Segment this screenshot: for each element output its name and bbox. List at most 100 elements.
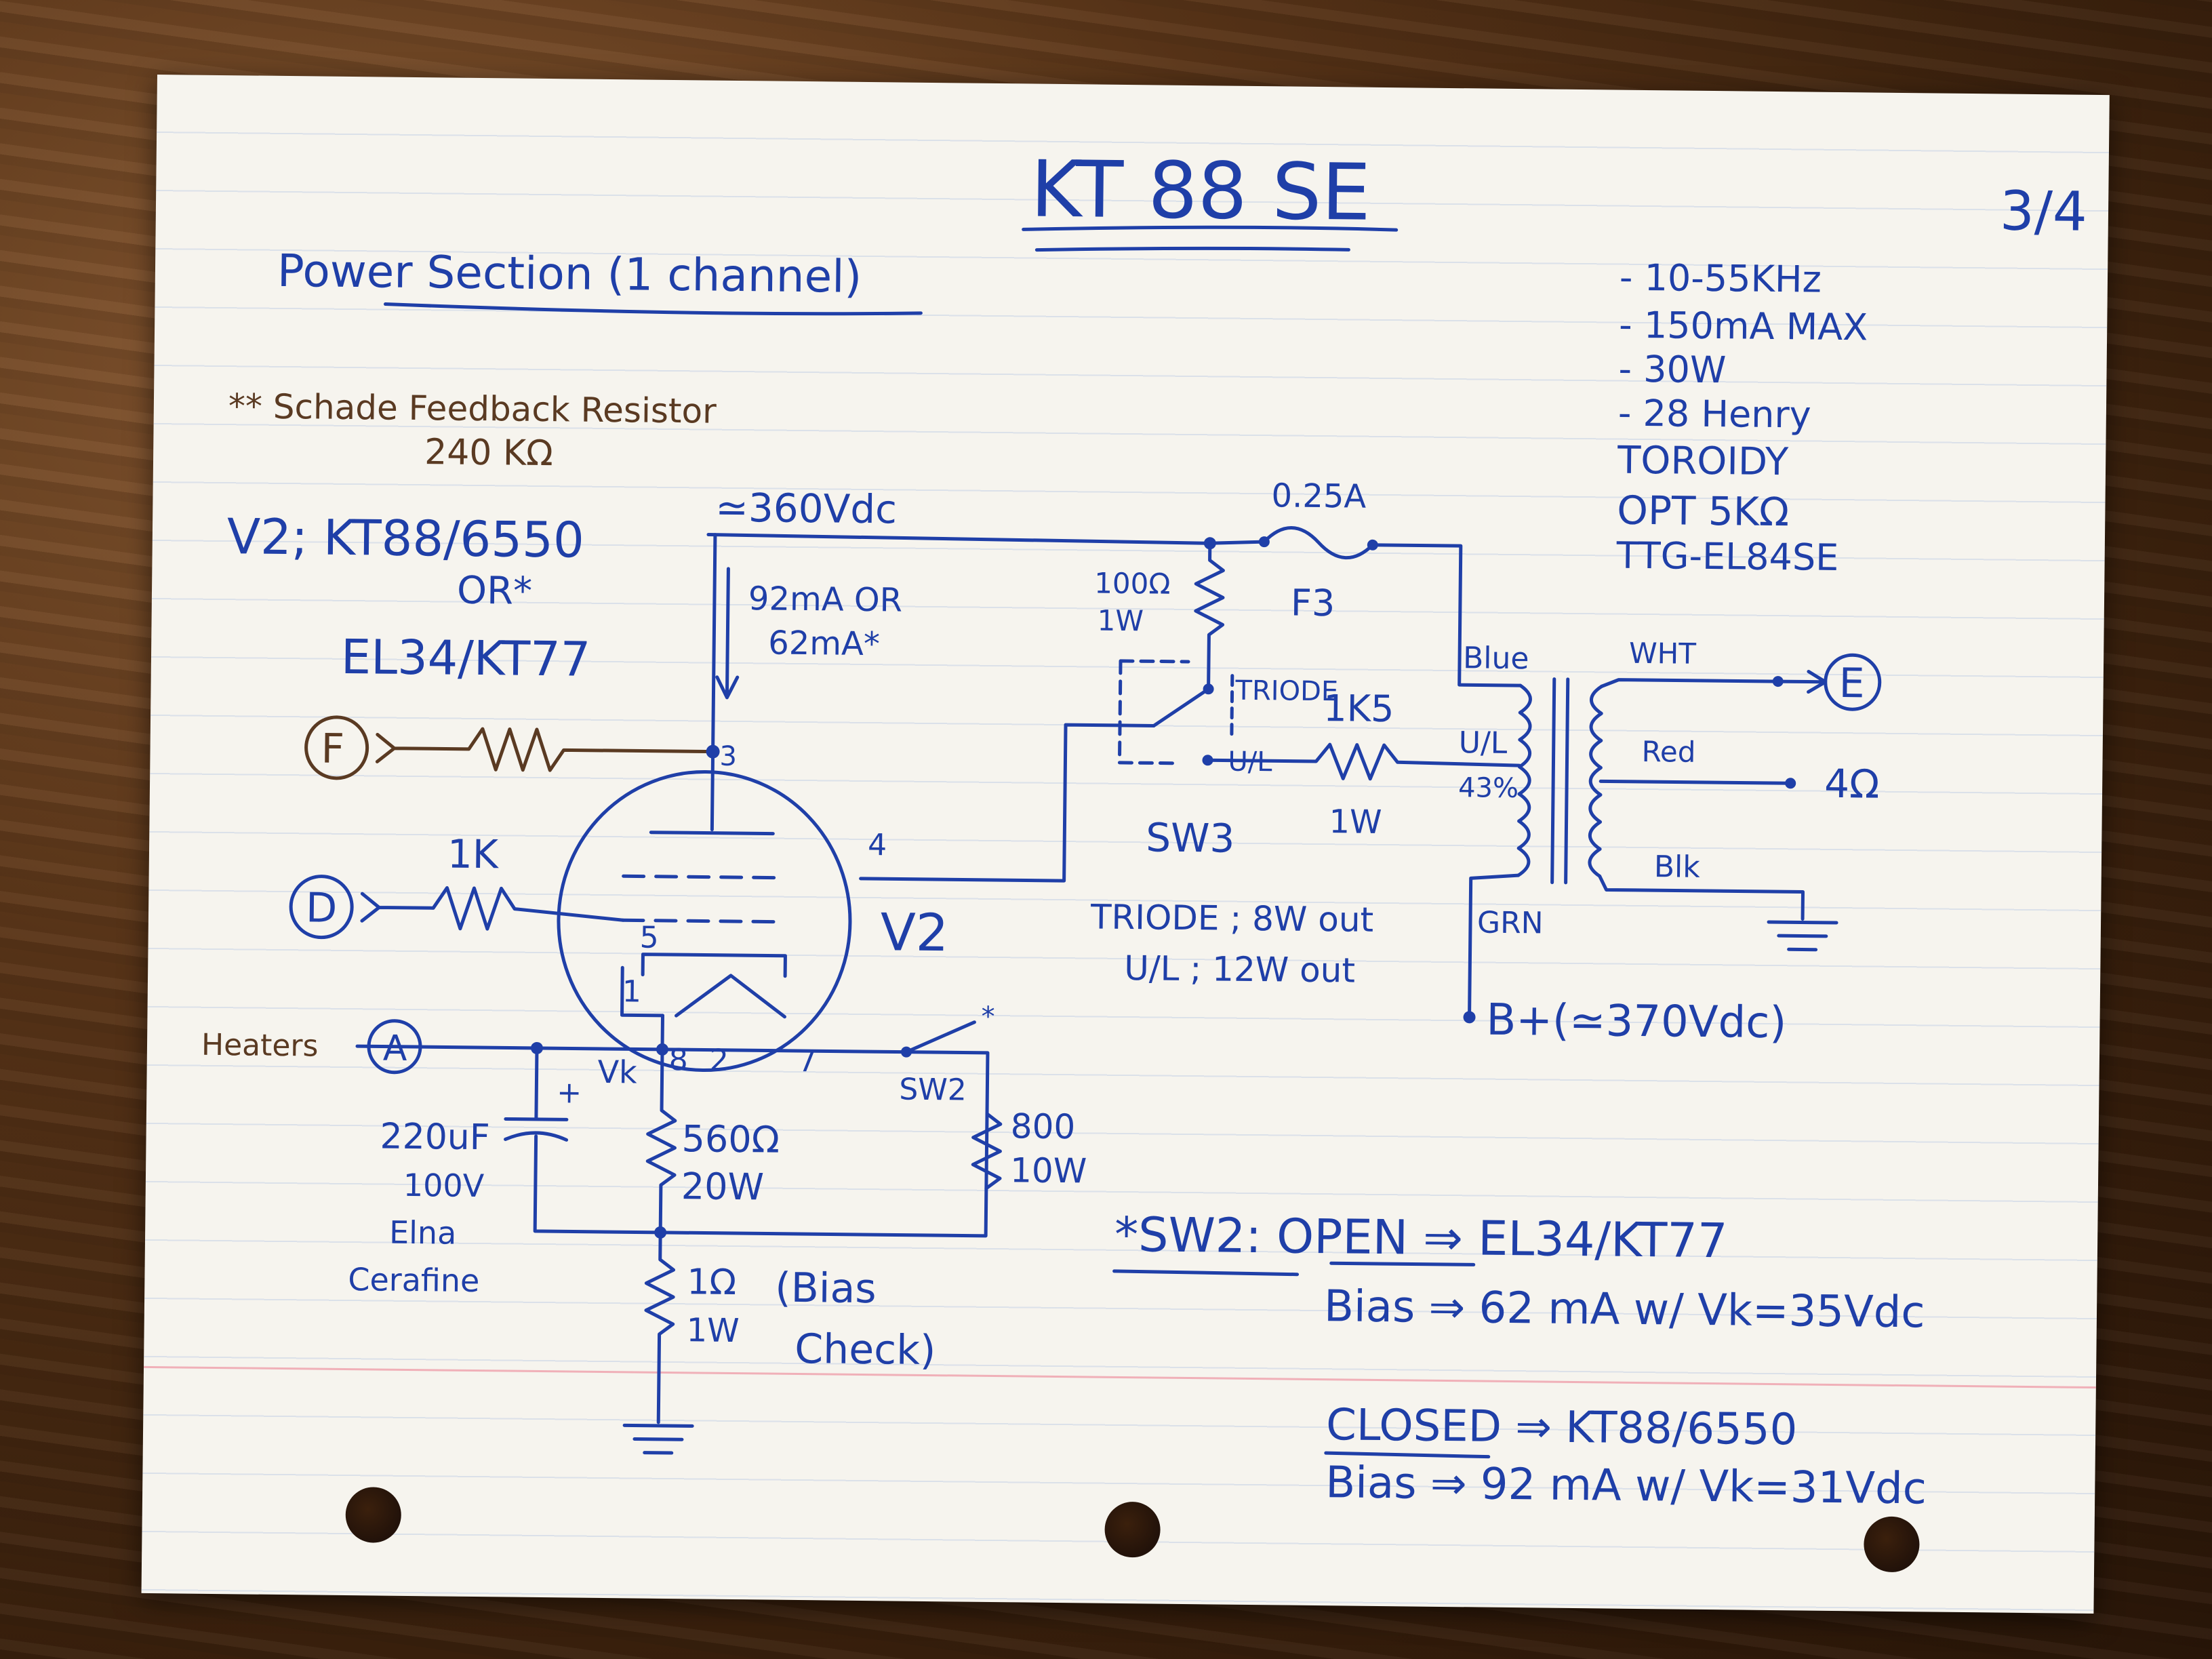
opt-spec-inductance: - 28 Henry [1618, 392, 1811, 437]
sw2-note-line-1: *SW2: OPEN ⇒ EL34/KT77 [1114, 1207, 1728, 1268]
b-plus-bottom-label: B+(≃370Vdc) [1486, 995, 1787, 1049]
connector-e-label: E [1838, 660, 1865, 707]
cap-value-label: 220uF [380, 1117, 490, 1159]
screen-grid-wire [859, 723, 1156, 883]
r1-power-label: 1W [686, 1311, 740, 1350]
tube-heater [675, 974, 786, 1019]
connector-e-circle [1824, 653, 1882, 711]
feedback-value: 240 KΩ [424, 432, 553, 474]
capacitor-220uf [504, 1046, 662, 1235]
tube-ref-label: V2 [880, 902, 948, 963]
tube-or-note: OR* [457, 569, 533, 614]
page-title: KT 88 SE [1030, 144, 1371, 239]
sw3-ref-label: SW3 [1146, 814, 1235, 861]
opt-lead-blk-label: Blk [1654, 850, 1701, 885]
sw2-lever [904, 1020, 976, 1054]
opt-spec-power: - 30W [1618, 348, 1726, 392]
bias-check-label-2: Check) [795, 1325, 936, 1374]
b-plus-top-label: ≃360Vdc [715, 485, 897, 533]
connector-a-circle [367, 1019, 422, 1075]
r100-power-label: 1W [1097, 604, 1144, 638]
resistor-560-ohm [645, 1047, 677, 1235]
r800-value-label: 800 [1011, 1106, 1076, 1146]
sw2-note-line-3: CLOSED ⇒ KT88/6550 [1326, 1400, 1798, 1455]
opt-spec-type: TOROIDY [1617, 439, 1790, 485]
cap-brand-label-2: Cerafine [348, 1261, 480, 1299]
sw2-note-line-2: Bias ⇒ 62 mA w/ Vk=35Vdc [1324, 1281, 1925, 1338]
opt-wht-lead [1600, 678, 1780, 688]
r560-power-label: 20W [681, 1165, 765, 1208]
tube-screen-grid [622, 874, 788, 880]
resistor-1k5 [1205, 742, 1521, 781]
pin-5-label: 5 [639, 921, 659, 955]
tube-cathode [641, 953, 787, 978]
opt-spec-bandwidth: - 10-55KHz [1620, 256, 1822, 301]
connector-a-label: A [383, 1028, 408, 1069]
r800-power-label: 10W [1010, 1151, 1087, 1191]
sw2-label: SW2 [899, 1073, 967, 1108]
r1k-value-label: 1K [447, 831, 500, 878]
opt-primary-winding [1516, 683, 1532, 877]
vk-label: Vk [597, 1054, 637, 1091]
tube-v2-envelope [557, 770, 852, 1073]
opt-secondary-winding [1588, 684, 1604, 878]
r1-value-label: 1Ω [687, 1262, 736, 1303]
plate-supply-wire [711, 533, 717, 757]
tube-plate [649, 753, 775, 836]
grid-stopper-resistor-1k [360, 886, 625, 931]
opt-lead-ul-label: U/L [1459, 725, 1508, 761]
fuse-terminal-left [1258, 536, 1270, 548]
cap-plus-label: + [557, 1075, 582, 1110]
sw2-note-line-4: Bias ⇒ 92 mA w/ Vk=31Vdc [1325, 1458, 1927, 1514]
heaters-label: Heaters [201, 1028, 319, 1064]
bias-check-label-1: (Bias [775, 1264, 877, 1313]
opt-spec-current: - 150mA MAX [1619, 304, 1868, 349]
b-plus-bottom-terminal [1463, 1011, 1476, 1024]
pin-4-label: 4 [868, 828, 887, 862]
opt-lead-blue-label: Blue [1463, 641, 1529, 676]
opt-spec-model: TTG-EL84SE [1615, 534, 1838, 579]
out-4ohm-label: 4Ω [1824, 761, 1880, 807]
r560-value-label: 560Ω [681, 1117, 780, 1161]
opt-red-lead [1598, 779, 1792, 785]
triode-output-note: TRIODE ; 8W out [1090, 897, 1374, 939]
opt-lead-ul-pct: 43% [1458, 772, 1519, 804]
secondary-ground-icon [1767, 920, 1838, 952]
tube-beam-plates [620, 965, 665, 1018]
opt-spec-impedance: OPT 5KΩ [1617, 487, 1789, 536]
page-number: 3/4 [2000, 179, 2088, 243]
pin-1-label: 1 [622, 974, 642, 1009]
resistor-800-ohm [971, 1112, 1003, 1191]
junction-plate [706, 744, 720, 759]
sw2-note-underline-1 [1112, 1261, 1476, 1277]
notebook-paper: KT 88 SE 3/4 Power Section (1 channel) *… [141, 75, 2110, 1614]
opt-grn-lead [1468, 873, 1521, 1019]
opt-core [1550, 677, 1570, 885]
connector-d-label: D [306, 884, 338, 932]
sw2-note-underline-3 [1324, 1451, 1491, 1459]
section-underline [383, 302, 923, 316]
resistor-1-ohm [644, 1231, 676, 1424]
opt-blk-lead [1598, 874, 1805, 921]
fuse-f3 [1208, 526, 1523, 687]
cap-voltage-label: 100V [403, 1167, 485, 1204]
tube-alt-note: EL34/KT77 [341, 629, 591, 687]
r1k5-power-label: 1W [1329, 803, 1382, 841]
opt-lead-red-label: Red [1641, 735, 1695, 769]
tube-type-note: V2; KT88/6550 [226, 508, 584, 569]
schade-feedback-resistor [375, 727, 715, 772]
sw2-star: * [981, 1001, 994, 1033]
ul-output-note: U/L ; 12W out [1124, 948, 1355, 991]
cathode-ground-icon [622, 1423, 694, 1455]
opt-lead-grn-label: GRN [1477, 905, 1544, 940]
section-title: Power Section (1 channel) [277, 245, 862, 303]
sw3-triode-label: TRIODE [1234, 675, 1338, 708]
resistor-100-ohm [1194, 541, 1225, 691]
tube-control-grid [621, 918, 788, 924]
sw3-lever [1152, 687, 1211, 727]
feedback-note: ** Schade Feedback Resistor [228, 386, 717, 431]
connector-f-label: F [321, 725, 344, 773]
plate-current-label-2: 62mA* [768, 624, 880, 663]
sw3-dashed-outline [1117, 659, 1190, 765]
wht-arrow [1776, 670, 1828, 694]
